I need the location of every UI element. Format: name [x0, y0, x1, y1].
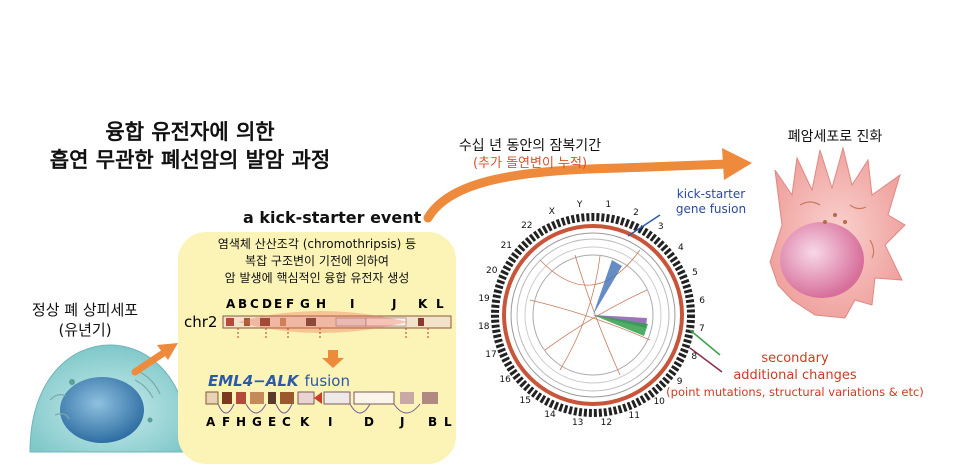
normal-cell-illustration — [29, 344, 191, 453]
top-segment-F: F — [286, 297, 294, 311]
top-segment-G: G — [300, 297, 310, 311]
latency-arrow-head — [722, 148, 752, 180]
circos-label-22: 22 — [521, 221, 533, 232]
circos-label-Y: Y — [576, 199, 583, 210]
chr2-label: chr2 — [184, 313, 217, 331]
normal-cell-line-1: 정상 폐 상피세포 — [31, 301, 139, 319]
page-title: 융합 유전자에 의한 흡연 무관한 폐선암의 발암 과정 — [40, 118, 340, 174]
normal-cell-line-2: (유년기) — [58, 321, 112, 339]
title-line-2: 흡연 무관한 폐선암의 발암 과정 — [49, 148, 331, 172]
bottom-segment-K: K — [300, 415, 310, 429]
circos-label-X: X — [548, 207, 555, 217]
chr2-bar — [222, 315, 452, 329]
secondary-pointer-red — [689, 347, 723, 373]
top-segment-L: L — [436, 297, 444, 311]
bottom-segment-F: F — [222, 415, 230, 429]
circos-label-14: 14 — [544, 410, 556, 421]
fusion-word: fusion — [305, 372, 350, 390]
arrow-to-kickstarter — [131, 346, 172, 376]
circos-label-3: 3 — [657, 222, 664, 233]
latency-line-1: 수십 년 동안의 잠복기간 — [458, 138, 602, 154]
circos-label-15: 15 — [519, 395, 531, 406]
circos-plot — [491, 213, 695, 417]
bottom-segment-J: J — [399, 415, 404, 429]
rearranged-bar — [205, 391, 438, 414]
bottom-segment-G: G — [252, 415, 262, 429]
secondary-line-3: (point mutations, structural variations … — [666, 385, 924, 399]
latency-arrow — [423, 159, 733, 223]
chromothripsis-burst — [238, 311, 408, 333]
bottom-segment-H: H — [236, 415, 246, 429]
circos-label-10: 10 — [653, 396, 665, 407]
bottom-segment-C: C — [282, 415, 291, 429]
fusion-wedge — [593, 260, 622, 315]
circos-label-5: 5 — [692, 267, 698, 278]
circos-label-9: 9 — [676, 376, 683, 387]
top-segment-K: K — [418, 297, 428, 311]
bottom-segment-I: I — [328, 415, 332, 429]
circos-label-8: 8 — [691, 351, 698, 362]
circos-label-21: 21 — [500, 241, 513, 252]
secondary-changes-label: secondary additional changes (point muta… — [660, 350, 930, 401]
circos-label-16: 16 — [499, 375, 511, 386]
top-segment-A: A — [226, 297, 236, 311]
top-segment-B: B — [238, 297, 247, 311]
secondary-line-1: secondary — [761, 351, 829, 366]
top-segment-I: I — [350, 297, 354, 311]
secondary-line-2: additional changes — [733, 368, 857, 383]
cancer-cell-illustration — [769, 146, 906, 319]
desc-line-2: 복잡 구조변이 기전에 의하여 — [245, 254, 389, 268]
top-segment-H: H — [316, 297, 326, 311]
down-arrow — [322, 350, 344, 368]
circos-label-4: 4 — [677, 242, 684, 253]
circos-ideogram-ring — [491, 213, 695, 417]
kick-starter-title: a kick-starter event — [243, 208, 422, 227]
evolution-label: 폐암세포로 진화 — [787, 129, 883, 145]
top-segment-J: J — [391, 297, 396, 311]
desc-line-3: 암 발생에 핵심적인 융합 유전자 생성 — [224, 271, 410, 285]
secondary-pointer-green — [689, 329, 721, 356]
circos-label-17: 17 — [485, 350, 497, 361]
ks-label-line-1: kick-starter — [676, 187, 746, 201]
bottom-segment-B: B — [428, 415, 437, 429]
fusion-pointer — [627, 214, 661, 237]
circos-cnv-ring — [502, 224, 684, 406]
circos-label-12: 12 — [600, 418, 613, 429]
circos-label-20: 20 — [486, 266, 498, 277]
circos-label-13: 13 — [571, 417, 584, 428]
circos-label-6: 6 — [699, 295, 706, 306]
fusion-gene-name: EML4−ALK — [208, 372, 300, 390]
circos-label-7: 7 — [699, 324, 705, 335]
circos-label-1: 1 — [605, 200, 612, 211]
kick-starter-panel — [178, 232, 456, 464]
arrow-head-1 — [157, 343, 178, 360]
top-segment-D: D — [262, 297, 272, 311]
kick-starter-fusion-label: kick-starter gene fusion — [656, 187, 766, 217]
latency-label: 수십 년 동안의 잠복기간 (추가 돌연변이 누적) — [395, 137, 665, 173]
desc-line-1: 염색체 산산조각 (chromothripsis) 등 — [217, 237, 417, 251]
bottom-segment-A: A — [206, 415, 216, 429]
kick-starter-description: 염색체 산산조각 (chromothripsis) 등 복잡 구조변이 기전에 … — [178, 236, 456, 287]
bottom-segment-L: L — [444, 415, 452, 429]
ks-label-line-2: gene fusion — [675, 202, 747, 216]
bottom-segment-D: D — [364, 415, 374, 429]
bottom-segment-E: E — [268, 415, 276, 429]
top-segment-E: E — [274, 297, 282, 311]
title-line-1: 융합 유전자에 의한 — [105, 120, 275, 144]
top-segment-C: C — [250, 297, 259, 311]
normal-cell-label: 정상 폐 상피세포 (유년기) — [5, 300, 165, 340]
circos-label-19: 19 — [478, 293, 490, 304]
circos-label-11: 11 — [628, 410, 640, 421]
fusion-label: EML4−ALK fusion — [208, 372, 350, 390]
circos-label-18: 18 — [478, 322, 490, 333]
latency-line-2: (추가 돌연변이 누적) — [472, 156, 588, 171]
circos-label-2: 2 — [633, 207, 639, 218]
